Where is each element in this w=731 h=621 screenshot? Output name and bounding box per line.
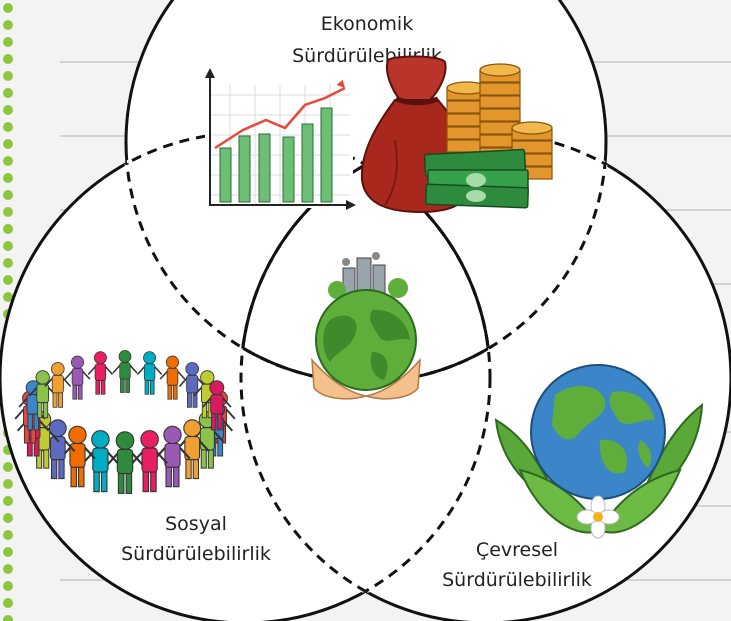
notebook-dot: [3, 598, 13, 608]
notebook-dot: [3, 3, 13, 13]
environmental-label-line1: Çevresel: [476, 539, 558, 561]
notebook-dot: [3, 224, 13, 234]
notebook-dot: [3, 496, 13, 506]
notebook-dot: [3, 173, 13, 183]
notebook-dot: [3, 88, 13, 98]
notebook-dot: [3, 105, 13, 115]
person-figure: [64, 355, 91, 400]
person-figure: [87, 351, 114, 395]
notebook-dot: [3, 190, 13, 200]
person-figure: [136, 351, 163, 395]
notebook-dot: [3, 275, 13, 285]
notebook-dot: [3, 122, 13, 132]
earth-in-hands-icon: [311, 252, 421, 400]
notebook-dot: [3, 241, 13, 251]
banknotes-icon: [423, 148, 529, 209]
notebook-dot: [3, 564, 13, 574]
person-figure: [202, 380, 232, 431]
notebook-dot: [3, 530, 13, 540]
notebook-dot: [3, 462, 13, 472]
person-figure: [44, 362, 72, 408]
notebook-dot: [3, 207, 13, 217]
notebook-dot: [3, 139, 13, 149]
notebook-dot: [3, 581, 13, 591]
people-circle-icon: [14, 350, 236, 494]
notebook-dot: [3, 479, 13, 489]
earth-with-leaves-icon: [494, 364, 704, 539]
growth-chart-icon: [205, 68, 356, 210]
environmental-label: Çevresel Sürdürülebilirlik: [442, 539, 592, 591]
person-figure: [159, 355, 186, 400]
environmental-label-line2: Sürdürülebilirlik: [442, 569, 592, 591]
notebook-dot: [3, 37, 13, 47]
notebook-dot: [3, 615, 13, 621]
social-label-line2: Sürdürülebilirlik: [121, 543, 271, 565]
notebook-dot: [3, 71, 13, 81]
notebook-dot: [3, 513, 13, 523]
economic-label-line1: Ekonomik: [321, 13, 413, 35]
person-figure: [131, 430, 168, 493]
person-figure: [112, 350, 138, 393]
person-figure: [106, 431, 144, 494]
social-label-line1: Sosyal: [165, 513, 227, 535]
notebook-dot: [3, 292, 13, 302]
notebook-dot: [3, 258, 13, 268]
notebook-dot: [3, 156, 13, 166]
social-label: Sosyal Sürdürülebilirlik: [121, 513, 271, 565]
notebook-dot: [3, 54, 13, 64]
notebook-dot: [3, 547, 13, 557]
notebook-dot: [3, 20, 13, 30]
person-figure: [178, 362, 206, 408]
person-figure: [154, 425, 191, 488]
